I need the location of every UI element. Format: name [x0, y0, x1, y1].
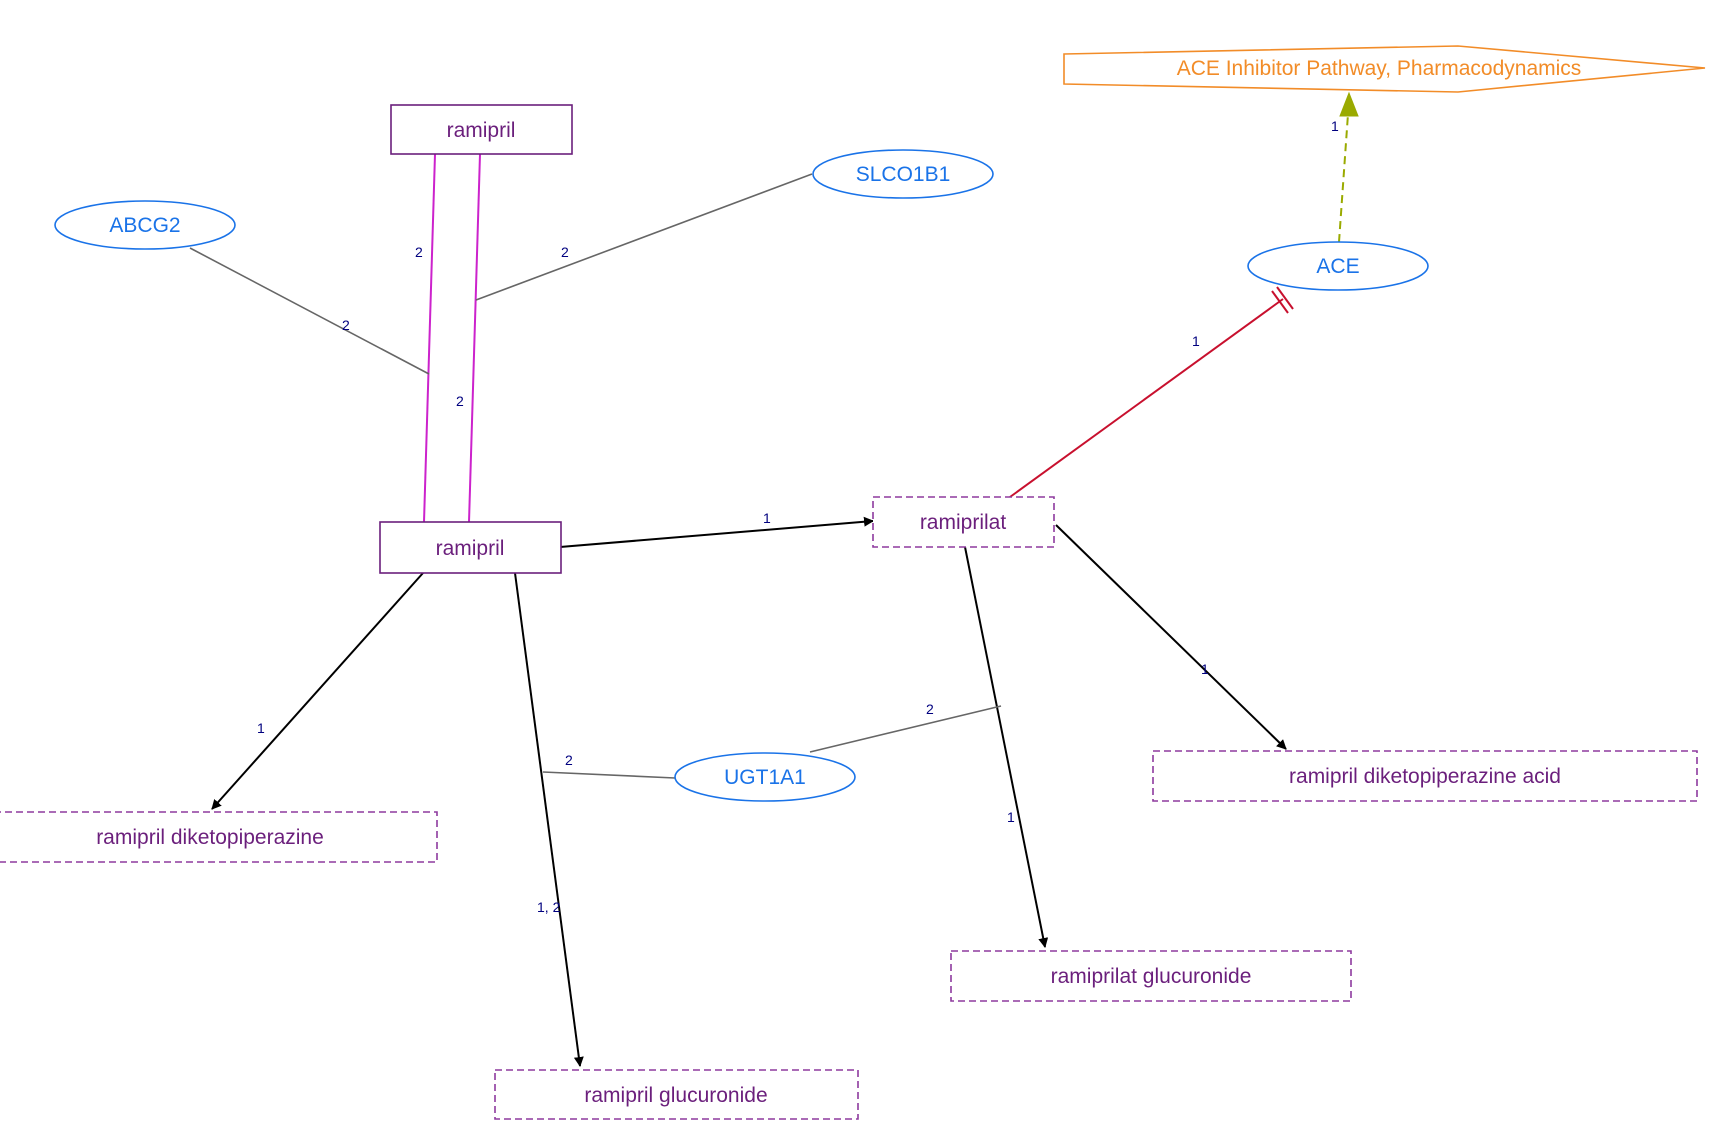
edges [189, 91, 1359, 1067]
node-ramipril-dkp-label: ramipril diketopiperazine [96, 826, 324, 849]
ugt-left-label: 2 [565, 752, 573, 768]
node-ramipril-dkp-acid[interactable]: ramipril diketopiperazine acid [1152, 750, 1698, 802]
node-ramipril-glucuronide-label: ramipril glucuronide [584, 1084, 767, 1107]
inhibition-bar-1 [1271, 290, 1289, 314]
to-dkp-acid-label: 1 [1201, 661, 1209, 677]
ugt1a1-right-association-edge[interactable] [809, 705, 1002, 753]
slco1b1-association-label: 2 [561, 244, 569, 260]
pathway-arrowhead [1339, 91, 1359, 117]
ramipril-to-dkp-edge[interactable] [211, 572, 424, 810]
node-ugt1a1[interactable]: UGT1A1 [674, 752, 856, 802]
abcg2-association-label: 2 [342, 317, 350, 333]
ramiprilat-to-dkp-acid-edge[interactable] [1055, 524, 1287, 750]
node-slco1b1-label: SLCO1B1 [856, 163, 951, 186]
ace-to-pathway-edge[interactable] [1338, 113, 1349, 243]
node-ramiprilat-glucuronide[interactable]: ramiprilat glucuronide [950, 950, 1352, 1002]
inhibition-bar-2 [1276, 286, 1294, 310]
ugt1a1-left-association-edge[interactable] [542, 771, 676, 779]
ramipril-to-glucuronide-edge[interactable] [514, 572, 584, 1067]
nodes: ramipril ramipril ramiprilat ABCG2 SLCO1… [0, 45, 1706, 1120]
node-ramipril-dkp[interactable]: ramipril diketopiperazine [0, 811, 438, 863]
to-dkp-label: 1 [257, 720, 265, 736]
node-ramipril-dkp-acid-label: ramipril diketopiperazine acid [1289, 765, 1561, 788]
transport-right-label: 2 [456, 393, 464, 409]
slco1b1-association-edge[interactable] [475, 173, 813, 301]
ramiprilat-to-glucuronide-edge[interactable] [964, 546, 1049, 948]
node-ramiprilat[interactable]: ramiprilat [872, 496, 1055, 548]
node-ramipril-top[interactable]: ramipril [390, 104, 573, 155]
ramipril-to-ramiprilat-edge[interactable] [559, 516, 874, 548]
ugt-right-label: 2 [926, 701, 934, 717]
node-abcg2[interactable]: ABCG2 [54, 200, 236, 250]
node-ramiprilat-glucuronide-label: ramiprilat glucuronide [1051, 965, 1252, 988]
node-ace[interactable]: ACE [1247, 241, 1429, 291]
edge-labels: 2 2 2 2 1 1 1, 2 2 2 1 1 1 1 [257, 118, 1339, 915]
node-ramipril-main-label: ramipril [436, 537, 505, 560]
to-ramiprilat-glucuronide-label: 1 [1007, 809, 1015, 825]
node-ramipril-glucuronide[interactable]: ramipril glucuronide [494, 1069, 859, 1120]
abcg2-association-edge[interactable] [189, 247, 430, 375]
node-ramipril-top-label: ramipril [447, 119, 516, 142]
node-ramipril-main[interactable]: ramipril [379, 521, 562, 574]
transport-left-label: 2 [415, 244, 423, 260]
transport-edge-right[interactable] [468, 153, 481, 523]
transport-edge-left[interactable] [423, 153, 436, 523]
to-glucuronide-label: 1, 2 [537, 899, 561, 915]
ace-inhibition-edge[interactable] [1009, 298, 1284, 498]
to-pathway-label: 1 [1331, 118, 1339, 134]
to-ramiprilat-label: 1 [763, 510, 771, 526]
ace-inhibition-label: 1 [1192, 333, 1200, 349]
node-pathway-label: ACE Inhibitor Pathway, Pharmacodynamics [1177, 57, 1582, 80]
node-slco1b1[interactable]: SLCO1B1 [812, 149, 994, 199]
node-ace-label: ACE [1316, 255, 1359, 278]
node-ramiprilat-label: ramiprilat [920, 511, 1007, 534]
node-abcg2-label: ABCG2 [109, 214, 180, 237]
node-ugt1a1-label: UGT1A1 [724, 766, 806, 789]
node-pathway[interactable]: ACE Inhibitor Pathway, Pharmacodynamics [1063, 45, 1706, 93]
